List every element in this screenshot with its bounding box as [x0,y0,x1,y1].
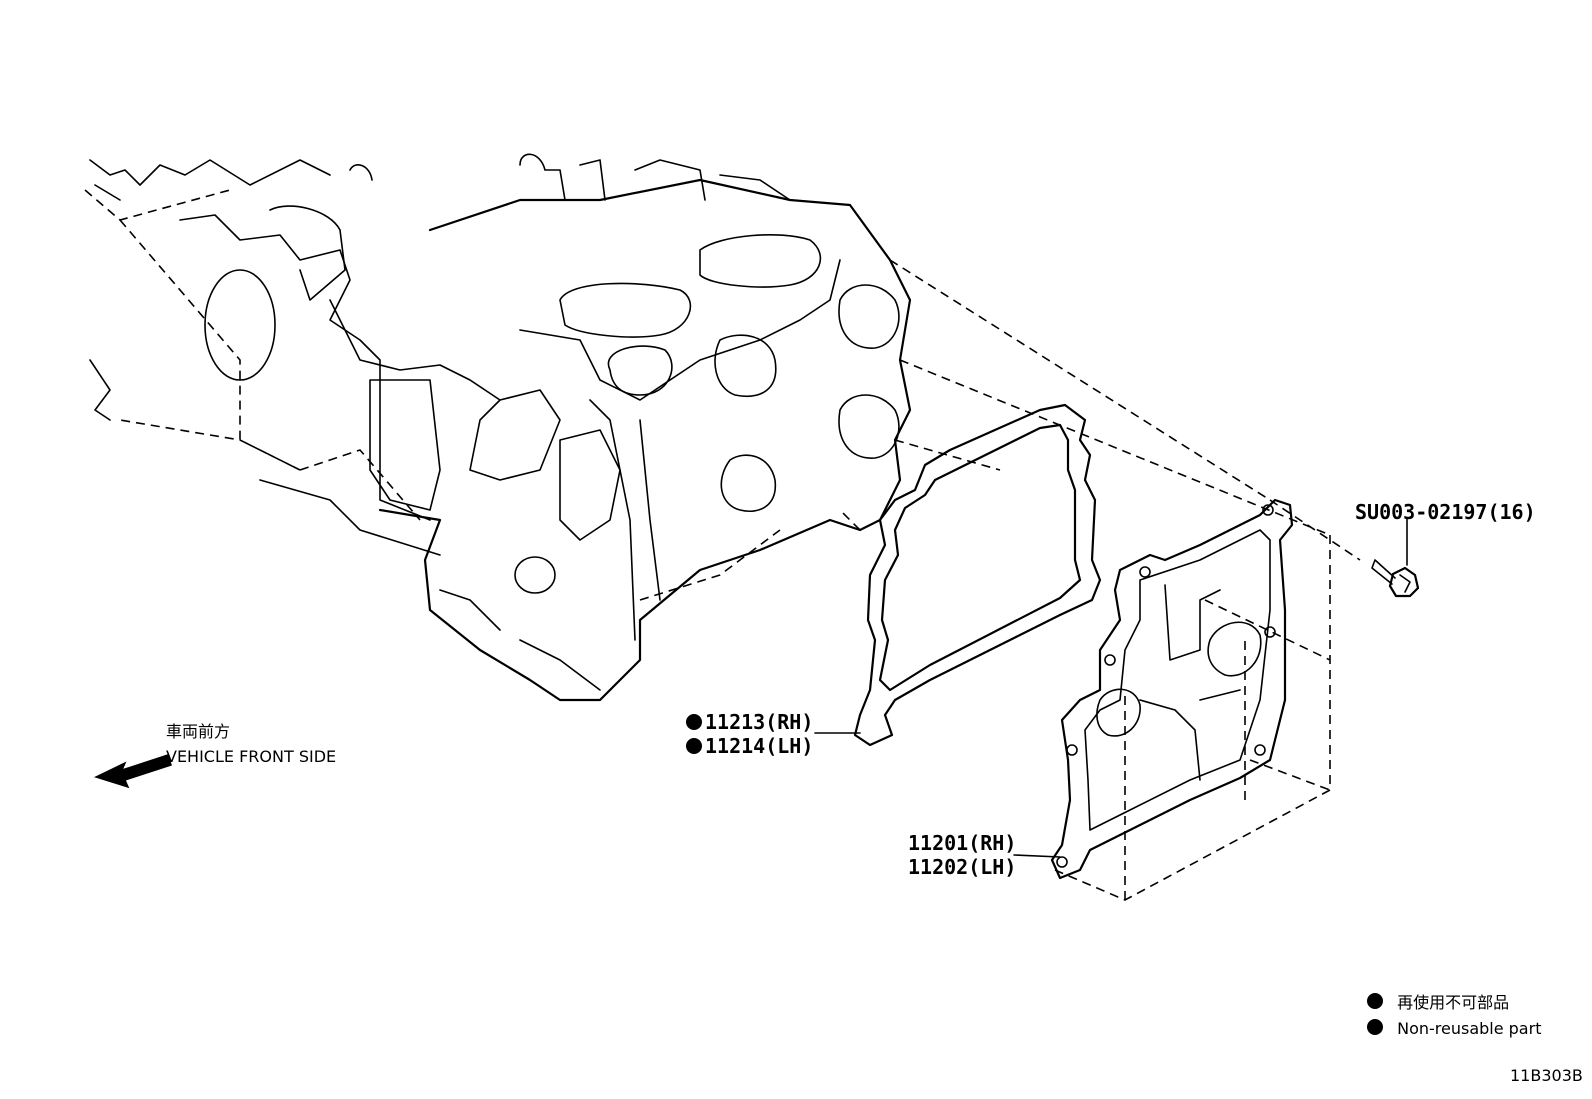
non-reusable-dot-icon [686,738,702,754]
callout-gasket-rh: 11213(RH) [686,712,813,732]
valve-cover-gasket [853,403,1102,747]
non-reusable-dot-icon [1367,993,1383,1009]
front-label-jp: 車両前方 [166,722,231,741]
figure-id: 11B303B [1510,1066,1583,1085]
callout-bolt: SU003-02197(16) [1355,500,1536,524]
leader-cover [1013,854,1061,858]
projection-lines [889,259,1361,901]
bolt [1371,559,1420,598]
callout-gasket-lh: 11214(LH) [686,736,813,756]
valve-cover [1050,498,1294,880]
engine-cylinder-head [84,153,912,702]
legend-jp: 再使用不可部品 [1367,993,1509,1011]
front-arrow-icon [93,754,172,789]
callout-cover-rh: 11201(RH) [908,831,1017,855]
front-label-en: VEHICLE FRONT SIDE [166,747,337,766]
non-reusable-dot-icon [1367,1019,1383,1035]
callout-cover-lh: 11202(LH) [908,855,1017,879]
non-reusable-dot-icon [686,714,702,730]
legend-en: Non-reusable part [1367,1019,1541,1037]
